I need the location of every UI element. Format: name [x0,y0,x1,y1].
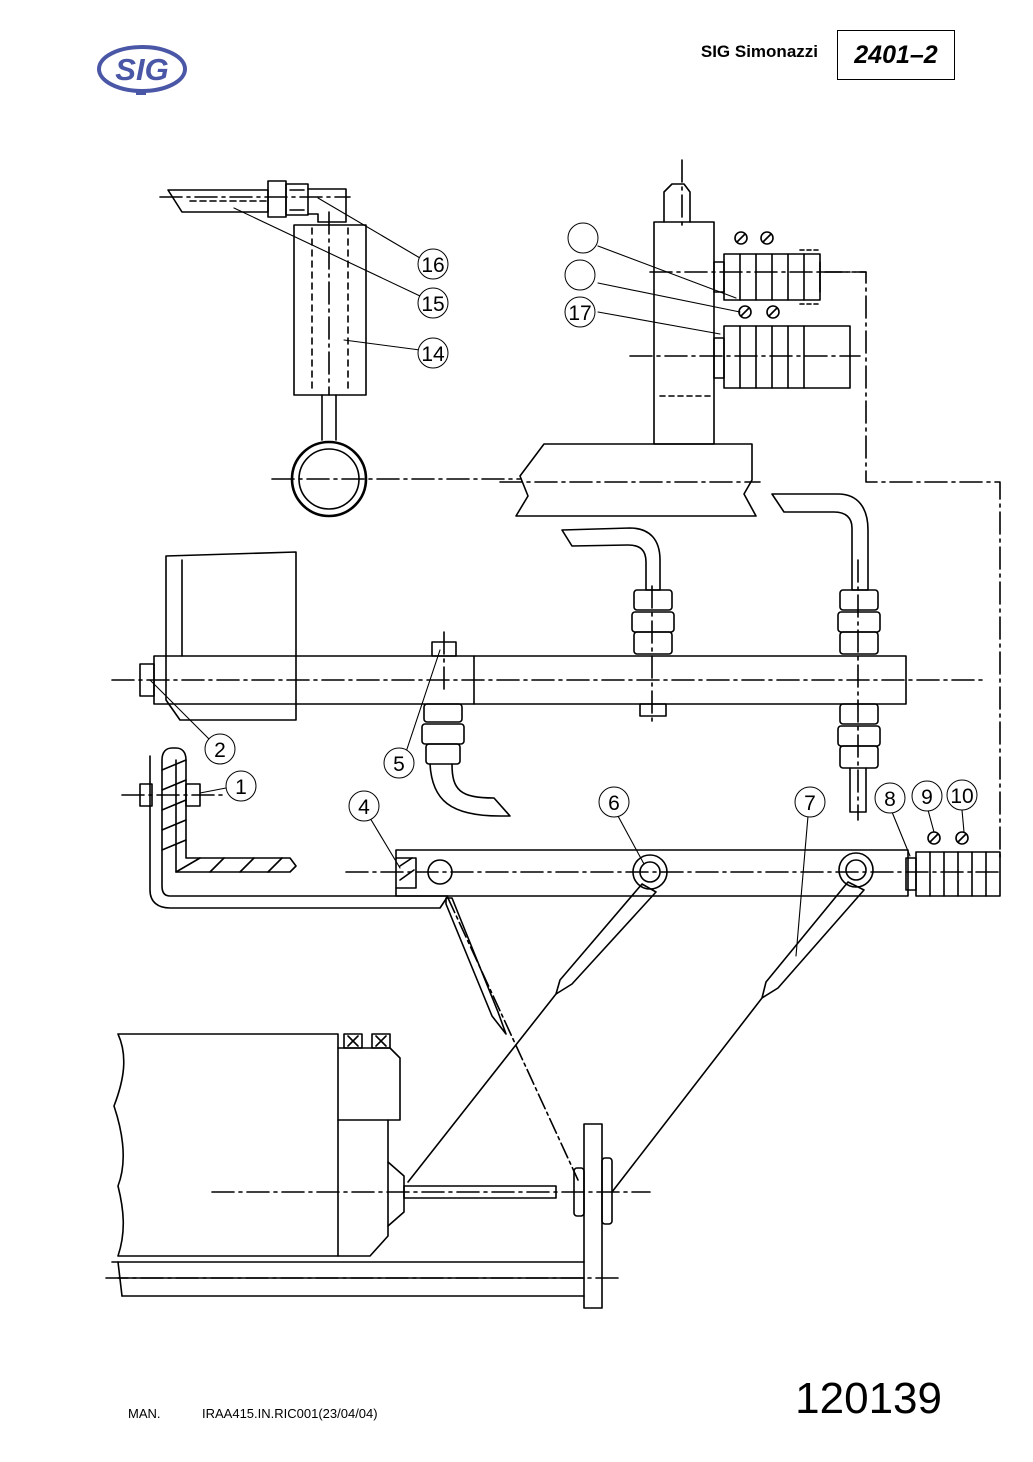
callout-2: 2 [204,733,236,765]
callout-8: 8 [874,782,906,814]
svg-text:2: 2 [214,739,226,762]
svg-text:8: 8 [884,788,896,811]
footer-manual-label: MAN. [128,1406,161,1421]
callout-15: 17 [564,296,596,328]
footer-page-number: 120139 [795,1374,942,1423]
valve-block [499,159,867,517]
callout-markers: 16 15 14 17 2 5 1 4 6 7 8 9 10 [204,222,978,822]
link-bar [345,831,1001,897]
svg-text:6: 6 [608,792,620,815]
callout-13: 15 [417,287,449,319]
routing-line [819,271,1001,861]
callout-5: 5 [383,747,415,779]
callout-16 [564,259,596,291]
svg-text:1: 1 [235,776,247,799]
sig-logo: SIG [97,45,187,95]
brand-name: SIG Simonazzi [700,42,818,61]
logo-text: SIG [115,52,168,87]
svg-text:14: 14 [421,343,445,366]
callout-17 [567,222,599,254]
callout-6: 6 [598,786,630,818]
callout-14: 16 [417,248,449,280]
svg-text:7: 7 [804,792,816,815]
svg-text:9: 9 [921,786,933,809]
svg-text:16: 16 [421,254,444,277]
callout-9: 9 [911,780,943,812]
svg-text:4: 4 [358,796,370,819]
callout-4: 4 [348,790,380,822]
callout-12: 14 [417,337,449,369]
callout-7: 7 [794,786,826,818]
callout-1: 1 [225,770,257,802]
tie-rods [407,881,865,1193]
footer-document-reference: IRAA415.IN.RIC001(23/04/04) [202,1406,378,1421]
svg-text:5: 5 [393,753,405,776]
main-shaft [111,493,986,821]
svg-text:10: 10 [950,785,973,808]
cylinder-assembly [159,180,521,518]
document-code: 2401–2 [837,30,955,80]
angle-bracket [121,747,449,909]
callout-10: 10 [946,779,978,811]
leader-lines [149,197,965,957]
gearbox-assembly [105,1033,651,1309]
svg-text:15: 15 [421,293,444,316]
svg-text:17: 17 [568,302,591,325]
